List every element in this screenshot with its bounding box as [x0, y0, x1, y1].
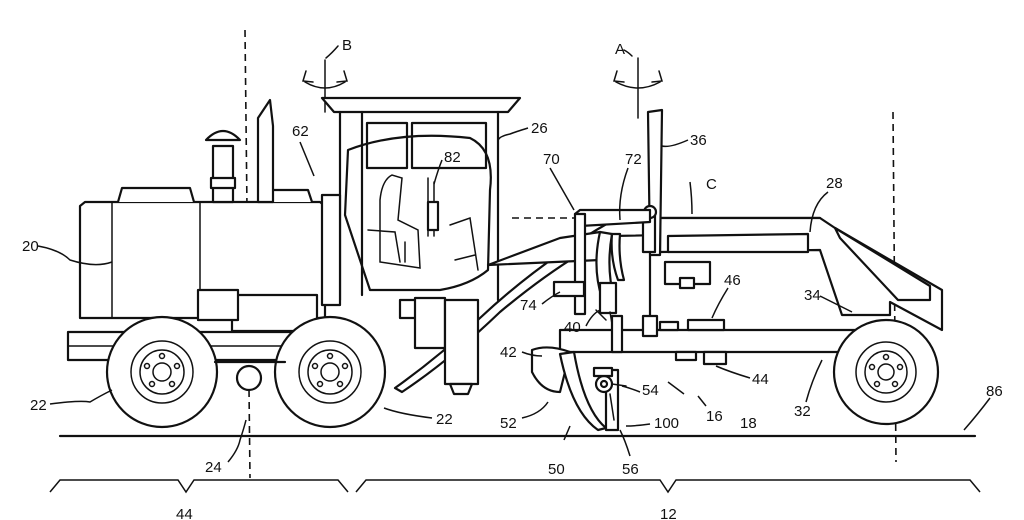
label-56: 56: [622, 461, 639, 478]
label-22-right: 22: [436, 411, 453, 428]
label-22-left: 22: [30, 397, 47, 414]
label-26: 26: [531, 120, 548, 137]
label-100: 100: [654, 415, 679, 432]
engine-enclosure: [66, 186, 332, 362]
front-wheel: [832, 318, 940, 426]
leader-lines: [37, 127, 991, 463]
label-62: 62: [292, 123, 309, 140]
label-72: 72: [625, 151, 642, 168]
moldboard-blade: [530, 346, 627, 432]
label-18: 18: [740, 415, 757, 432]
axis-b-label: B: [342, 37, 352, 54]
label-28: 28: [826, 175, 843, 192]
label-50: 50: [548, 461, 565, 478]
label-40: 40: [564, 319, 581, 336]
lift-cylinder: [641, 108, 664, 338]
label-74: 74: [520, 297, 537, 314]
circle-drive-block: [702, 350, 728, 366]
operator-cab: [320, 96, 522, 350]
axis-b-rotation-marker: [302, 45, 348, 113]
label-52: 52: [500, 415, 517, 432]
label-82: 82: [444, 149, 461, 166]
label-36: 36: [690, 132, 707, 149]
axis-a-rotation-marker: [613, 49, 663, 119]
rear-section-brace: [49, 479, 349, 494]
label-54: 54: [642, 382, 659, 399]
axis-c-label: C: [706, 176, 717, 193]
label-42: 42: [500, 344, 517, 361]
rear-wheel-1: [105, 315, 219, 429]
exhaust-stacks: [204, 98, 275, 204]
rear-section-label: 44: [176, 506, 193, 520]
label-20: 20: [22, 238, 39, 255]
label-70: 70: [543, 151, 560, 168]
tandem-pivot: [235, 364, 263, 392]
label-34: 34: [804, 287, 821, 304]
label-44: 44: [752, 371, 769, 388]
label-24: 24: [205, 459, 222, 476]
front-section-brace: [355, 479, 981, 494]
axis-a-label: A: [615, 41, 625, 58]
blade-positioning-assembly: [552, 208, 652, 354]
label-16: 16: [706, 408, 723, 425]
front-section-label: 12: [660, 506, 677, 520]
label-32: 32: [794, 403, 811, 420]
rear-wheel-2: [273, 315, 387, 429]
label-86: 86: [986, 383, 1003, 400]
rear-axle-centerline: [244, 29, 251, 479]
label-46: 46: [724, 272, 741, 289]
circle-frame-block: [674, 350, 698, 362]
